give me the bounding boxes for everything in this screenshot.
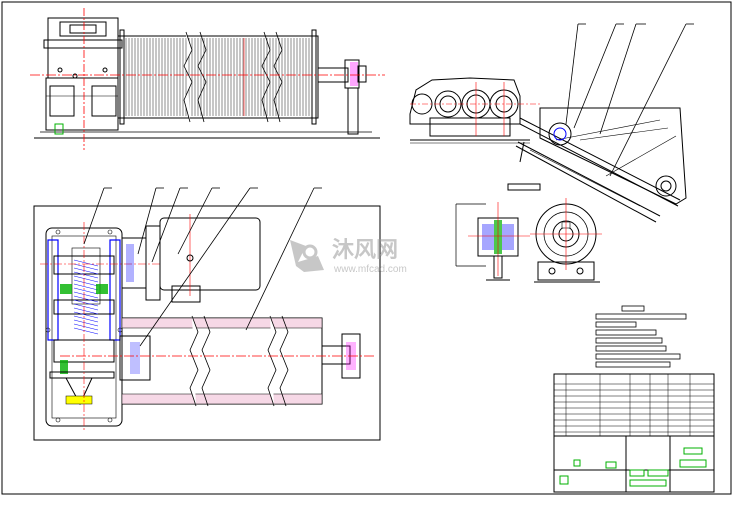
top-plan-view: [33, 187, 381, 441]
gear-hatch-line: [73, 263, 99, 271]
gear-hatch-line: [73, 283, 99, 291]
gear-hatch-line: [73, 259, 99, 267]
anchor-bolt: [54, 123, 64, 135]
electric-motor: [159, 217, 261, 291]
part-leaders-plan: [83, 187, 322, 347]
gear-hatch-line: [73, 315, 99, 323]
gearbox-housing: [409, 77, 521, 125]
watermark-url: www.mfcad.com: [333, 264, 407, 275]
head-roller-icon: [548, 122, 572, 146]
gear-hatch-line: [73, 267, 99, 275]
bearing-highlight: [350, 62, 358, 86]
plan-bolts: [45, 229, 123, 423]
gear-hatch-line: [73, 299, 99, 307]
gear-hatch-line: [73, 271, 99, 279]
plan-drum: [121, 317, 323, 405]
conveyor-trough: [539, 107, 687, 205]
drum-body: [117, 29, 319, 125]
tail-roller-icon: [655, 175, 677, 197]
gearbox-conveyor-view: [409, 23, 694, 223]
gear-hatch-line: [73, 319, 99, 327]
gear-hatch-line: [73, 287, 99, 295]
title-block: [553, 373, 715, 493]
bearing-support: [347, 87, 359, 135]
gear-hatch-line: [73, 311, 99, 319]
gear-hatch-line: [73, 279, 99, 287]
part-leaders-top: [565, 23, 694, 177]
detail-label-box: [507, 183, 541, 191]
logo-icon: [290, 240, 324, 272]
gear-hatch-line: [73, 303, 99, 311]
watermark: 沐风网 www.mfcad.com: [290, 238, 407, 275]
coupling-detail-view: [455, 183, 602, 283]
side-elevation-view: [30, 8, 385, 150]
gear-hatch-line: [73, 295, 99, 303]
sheet-border: [1, 1, 732, 495]
oil-indicator: [65, 395, 93, 405]
watermark-brand: 沐风网: [332, 238, 398, 263]
gear-hatch-line: [73, 327, 99, 335]
technical-notes: [595, 305, 687, 368]
gear-hatch-line: [73, 323, 99, 331]
gear-hatch-line: [73, 275, 99, 283]
plan-frame: [33, 205, 381, 441]
gear-hatch-line: [73, 307, 99, 315]
gear-hatch-line: [73, 291, 99, 299]
reducer-housing: [43, 17, 123, 131]
